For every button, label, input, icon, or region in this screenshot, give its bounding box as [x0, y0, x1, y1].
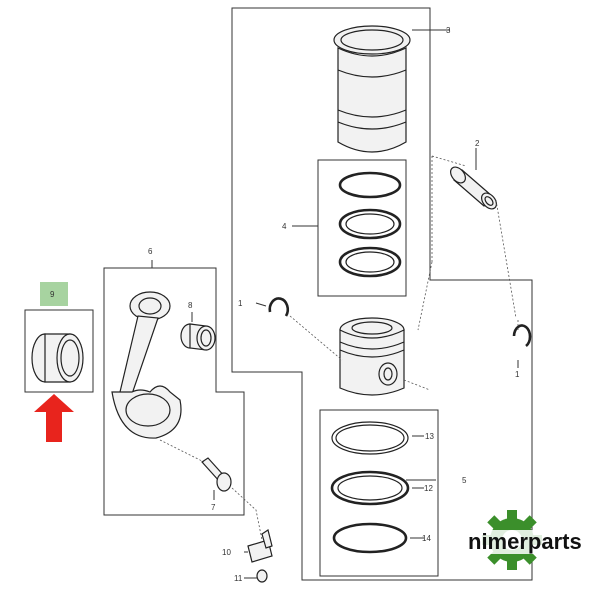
piston-pin-part [450, 166, 497, 210]
callout-12: 12 [424, 484, 433, 493]
circlip-dashed-guide [289, 315, 519, 391]
callout-3: 3 [446, 26, 451, 35]
small-end-bushing-part [180, 323, 216, 351]
callout-4: 4 [282, 222, 287, 231]
callout-7: 7 [211, 503, 216, 512]
callout-8: 8 [188, 301, 193, 310]
callout-6: 6 [148, 247, 153, 256]
pin-dashed-guide [417, 155, 517, 331]
callout-1-right: 1 [515, 370, 520, 379]
nimerparts-logo: nimerparts [466, 510, 582, 570]
leader-lines [151, 29, 519, 579]
group-5-frame [319, 409, 439, 577]
highlight-arrow-icon [34, 394, 74, 442]
group-6-frame [103, 267, 245, 516]
callout-5: 5 [462, 476, 467, 485]
callout-9-highlight [40, 282, 68, 306]
rod-bolt-part [201, 457, 232, 492]
logo-text: nimerparts [468, 529, 582, 554]
piston-rings-set-5 [330, 421, 410, 554]
circlip-left-part [268, 297, 289, 317]
callout-1-left: 1 [238, 299, 243, 308]
oil-nozzle-bracket-part [247, 529, 273, 563]
cylinder-liner-part [333, 25, 411, 153]
bracket-bolt-part [256, 569, 268, 583]
piston-part [339, 317, 405, 396]
callout-14: 14 [422, 534, 431, 543]
group-3-frame [231, 7, 533, 581]
group-4-frame [317, 159, 407, 297]
connecting-rod-part [111, 291, 182, 439]
callout-10: 10 [222, 548, 231, 557]
callout-11: 11 [234, 574, 243, 583]
piston-rings-set-4 [338, 171, 402, 278]
callout-9: 9 [50, 290, 55, 299]
rod-dashed-guide [159, 439, 263, 541]
bearing-shell-part [31, 333, 84, 383]
circlip-right-part [512, 324, 532, 348]
group-9-frame [24, 309, 94, 393]
callout-13: 13 [425, 432, 434, 441]
callout-2: 2 [475, 139, 480, 148]
